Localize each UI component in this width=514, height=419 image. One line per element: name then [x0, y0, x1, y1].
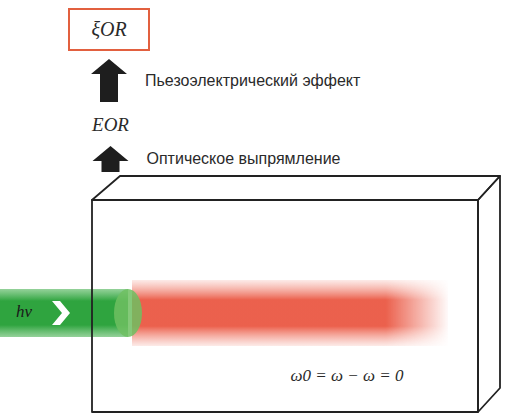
result-box: ξOR: [68, 8, 150, 51]
node-text: ξOR: [91, 18, 126, 41]
crystal-face: [478, 176, 500, 412]
green-beam-end: [114, 289, 142, 337]
field-node: EOR: [88, 112, 133, 138]
red-beam: [132, 280, 448, 346]
crystal-face: [92, 200, 478, 412]
photon-chevron: [52, 301, 70, 325]
arrow-label: Оптическое выпрямление: [145, 150, 343, 168]
photon-label: hν: [16, 302, 32, 322]
arrow-label: Пьезоэлектрический эффект: [143, 72, 362, 90]
green-beam: [0, 289, 128, 337]
crystal-face: [92, 176, 500, 200]
node-text: EOR: [92, 114, 129, 136]
node-text: ω0 = ω − ω = 0: [291, 366, 404, 386]
block-arrow: [91, 59, 127, 102]
block-arrow: [93, 146, 129, 172]
crystal-box: ω0 = ω − ω = 0: [90, 174, 502, 414]
